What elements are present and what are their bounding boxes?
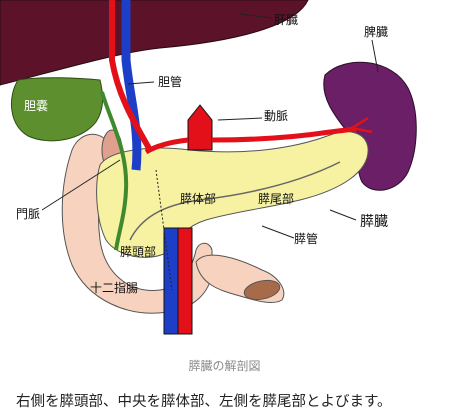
bile-duct	[100, 91, 129, 251]
label-pancreas: 膵臓	[360, 214, 388, 230]
splenic-artery	[211, 125, 357, 143]
label-pancreas-tail: 膵尾部	[258, 191, 294, 206]
lower-artery	[177, 227, 193, 335]
portal-vein	[121, 0, 142, 171]
description-text: 右側を膵頭部、中央を膵体部、左側を膵尾部とよびます。	[16, 394, 392, 410]
gallbladder-shape	[10, 77, 104, 142]
label-pancreatic-duct: 膵管	[294, 231, 318, 246]
label-liver: 肝臓	[274, 13, 298, 27]
liver-shape	[0, 0, 309, 86]
label-artery: 動脈	[264, 109, 288, 123]
aorta	[187, 104, 213, 151]
leader-lines	[41, 13, 379, 291]
figure-caption: 膵臓の解剖図	[188, 359, 261, 373]
common-hepatic-artery	[144, 137, 189, 155]
label-spleen: 脾臓	[364, 24, 388, 39]
label-portal-vein: 門脈	[16, 207, 40, 221]
label-gallbladder: 胆嚢	[24, 98, 48, 113]
label-bile-duct: 胆管	[158, 74, 182, 89]
label-pancreas-body: 膵体部	[180, 191, 216, 206]
pancreas-anatomy-diagram: 肝臓 脾臓 胆嚢 胆管 動脈 門脈 膵体部 膵尾部 膵臓 膵管 膵頭部 十二指腸	[0, 0, 417, 335]
label-pancreas-head: 膵頭部	[120, 244, 156, 259]
hepatic-artery	[109, 0, 153, 152]
duodenum-lumen-end	[243, 279, 281, 301]
pancreatic-duct	[129, 161, 341, 241]
label-duodenum: 十二指腸	[90, 280, 138, 295]
